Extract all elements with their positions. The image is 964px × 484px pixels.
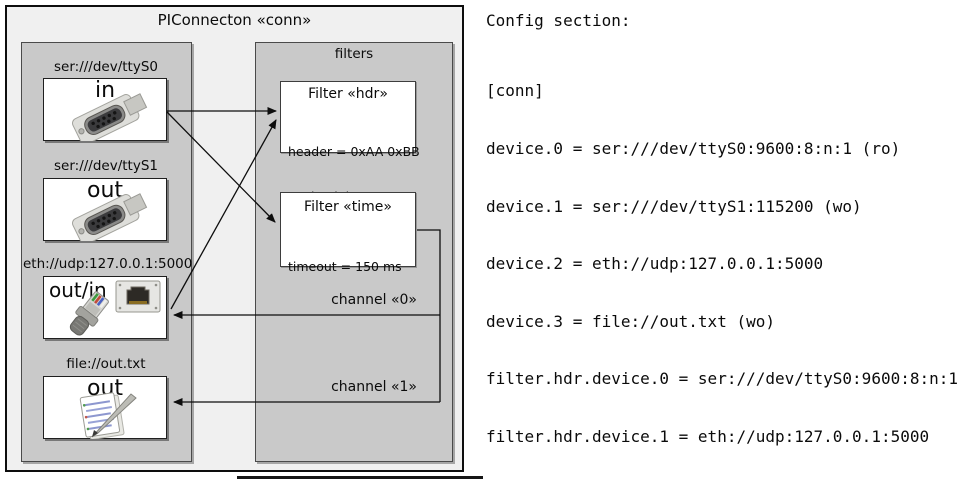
device-ttys1-box: out xyxy=(43,178,167,241)
config-section-body: [conn] device.0 = ser:///dev/ttyS0:9600:… xyxy=(486,43,964,484)
filter-hdr-attr: header = 0xAA 0xBB xyxy=(288,144,420,159)
serial-connector-photo xyxy=(72,93,148,141)
config-line: [conn] xyxy=(486,81,544,101)
filter-time-box: Filter «time» timeout = 150 ms xyxy=(280,192,416,274)
device-eth-label: eth://udp:127.0.0.1:5000 xyxy=(23,256,193,272)
filter-time-attrs: timeout = 150 ms xyxy=(288,229,402,304)
device-ttys0-box: in xyxy=(43,78,167,141)
config-line: filter.hdr.device.1 = eth://udp:127.0.0.… xyxy=(486,427,930,447)
serial-connector-photo xyxy=(72,193,148,241)
channel-1-label: channel «1» xyxy=(331,379,417,395)
filter-time-title: Filter «time» xyxy=(304,199,392,215)
config-line: filter.hdr.device.0 = ser:///dev/ttyS0:9… xyxy=(486,369,959,389)
filter-time-attr: timeout = 150 ms xyxy=(288,259,402,274)
ethernet-plug-photo xyxy=(69,291,109,336)
channel-0-label: channel «0» xyxy=(331,292,417,308)
ethernet-jack-icon xyxy=(115,280,161,313)
device-file-box: out xyxy=(43,376,167,439)
diagram-title: PIConnecton «conn» xyxy=(157,11,312,29)
config-section-heading: Config section: xyxy=(486,11,631,30)
device-ttys0-label: ser:///dev/ttyS0 xyxy=(54,59,158,75)
config-line: device.0 = ser:///dev/ttyS0:9600:8:n:1 (… xyxy=(486,139,901,159)
filter-hdr-title: Filter «hdr» xyxy=(308,86,388,102)
device-ttys0-port: in xyxy=(94,78,116,103)
filter-hdr-box: Filter «hdr» header = 0xAA 0xBB payloadS… xyxy=(280,81,420,204)
frame-shadow xyxy=(237,476,483,479)
config-line: device.2 = eth://udp:127.0.0.1:5000 xyxy=(486,254,824,274)
device-eth-box: out/in xyxy=(43,276,167,339)
notepad-pen-icon xyxy=(79,392,137,439)
config-line: device.1 = ser:///dev/ttyS1:115200 (wo) xyxy=(486,196,862,216)
device-file-label: file://out.txt xyxy=(66,356,146,372)
filters-container-title: filters xyxy=(334,46,374,62)
config-line: device.3 = file://out.txt (wo) xyxy=(486,311,775,331)
device-ttys1-label: ser:///dev/ttyS1 xyxy=(54,158,158,174)
